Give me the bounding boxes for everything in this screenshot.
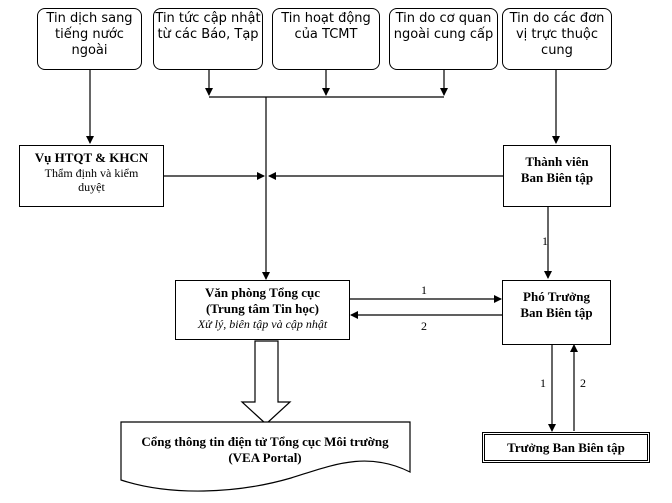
head-label: Trưởng Ban Biên tập [507, 440, 625, 455]
portal-document-shape [120, 421, 411, 492]
dept-htqt-box: Vụ HTQT & KHCN Thẩm định và kiểm duyệt [19, 145, 164, 207]
source-units-news: Tin do các đơn vị trực thuộc cung [502, 8, 612, 70]
office-line3: Xử lý, biên tập và cập nhật [197, 317, 328, 331]
member-line2: Ban Biên tập [520, 170, 594, 185]
portal-line2: (VEA Portal) [228, 450, 302, 465]
edge-label-member-deputy: 1 [542, 234, 548, 248]
source-units-label: Tin do các đơn vị trực thuộc cung [509, 11, 605, 58]
edge-label-deputy-office: 2 [421, 319, 427, 333]
edge-label-head-deputy: 2 [580, 376, 586, 390]
portal-label: Cổng thông tin điện tử Tổng cục Môi trườ… [120, 434, 410, 466]
source-translated-news: Tin dịch sang tiếng nước ngoài [37, 8, 142, 70]
source-press-label: Tin tức cập nhật từ các Báo, Tạp [155, 11, 261, 42]
source-vea-label: Tin hoạt động của TCMT [281, 11, 371, 42]
source-press-news: Tin tức cập nhật từ các Báo, Tạp [153, 8, 263, 70]
member-box: Thành viên Ban Biên tập [503, 145, 611, 207]
publish-block-arrow [240, 340, 292, 425]
edge-label-office-deputy: 1 [421, 283, 427, 297]
source-external-label: Tin do cơ quan ngoài cung cấp [393, 11, 494, 42]
head-box: Trưởng Ban Biên tập [482, 432, 650, 463]
source-vea-news: Tin hoạt động của TCMT [272, 8, 380, 70]
office-line1: Văn phòng Tổng cục [205, 285, 320, 300]
office-line2: (Trung tâm Tin học) [205, 301, 320, 316]
deputy-box: Phó Trưởng Ban Biên tập [502, 280, 611, 345]
deputy-line2: Ban Biên tập [520, 305, 593, 320]
source-translated-label: Tin dịch sang tiếng nước ngoài [46, 11, 133, 58]
dept-subtitle: Thẩm định và kiểm duyệt [44, 166, 139, 194]
office-box: Văn phòng Tổng cục (Trung tâm Tin học) X… [175, 280, 350, 340]
source-external-news: Tin do cơ quan ngoài cung cấp [389, 8, 498, 70]
portal-line1: Cổng thông tin điện tử Tổng cục Môi trườ… [141, 434, 389, 449]
deputy-line1: Phó Trưởng [523, 289, 590, 304]
edge-label-deputy-head: 1 [540, 376, 546, 390]
member-line1: Thành viên [525, 154, 589, 169]
dept-title: Vụ HTQT & KHCN [34, 150, 149, 165]
